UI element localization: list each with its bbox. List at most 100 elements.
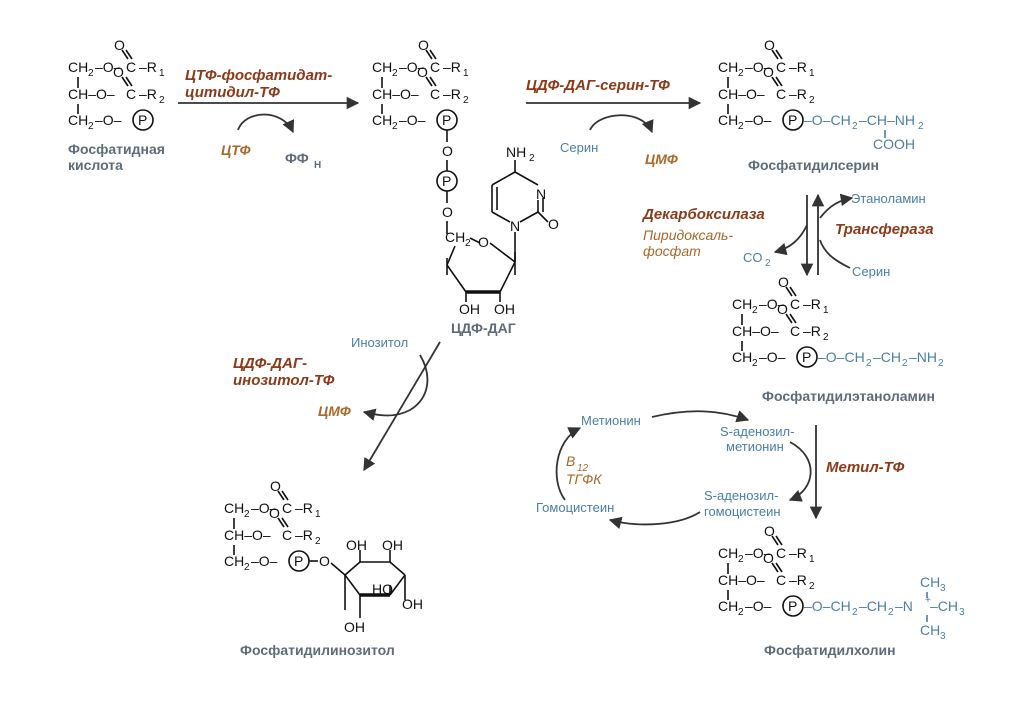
thfa-label: ТГФК (566, 471, 602, 487)
svg-text:CH–O–: CH–O– (68, 86, 115, 102)
sah-label-1: S-аденозил- (704, 488, 778, 503)
svg-text:–O–: –O– (745, 112, 772, 128)
svg-text:–R: –R (443, 86, 461, 102)
svg-text:1: 1 (809, 554, 815, 565)
phosphatidylinositol-label: Фосфатидилинозитол (240, 642, 395, 658)
svg-text:–O–: –O– (251, 500, 278, 516)
svg-text:1: 1 (809, 68, 815, 79)
svg-text:2: 2 (463, 95, 469, 106)
svg-text:–O–: –O– (251, 553, 278, 569)
svg-text:–O–CH: –O–CH (804, 112, 851, 128)
ctp-label: ЦТФ (221, 142, 251, 158)
ppn-subscript: Н (314, 160, 321, 171)
svg-text:CH: CH (718, 598, 738, 614)
enzyme-inositol-tf-2: инозитол-ТФ (233, 372, 335, 389)
svg-text:–CH: –CH (873, 349, 901, 365)
svg-text:CH: CH (224, 553, 244, 569)
svg-text:1: 1 (823, 305, 829, 316)
svg-text:–O–: –O– (399, 59, 426, 75)
svg-text:OH: OH (344, 619, 365, 635)
enzyme-inositol-tf-1: ЦДФ-ДАГ- (233, 355, 307, 372)
svg-text:–CH: –CH (930, 598, 958, 614)
ppn-label: ФФ (285, 150, 309, 166)
svg-text:2: 2 (244, 509, 250, 520)
svg-text:CH: CH (372, 59, 392, 75)
svg-text:–CH–NH: –CH–NH (859, 112, 915, 128)
svg-text:C: C (776, 545, 786, 561)
svg-text:–R: –R (789, 59, 807, 75)
svg-text:O: O (763, 550, 774, 566)
svg-text:CH–O–: CH–O– (732, 323, 779, 339)
svg-text:3: 3 (940, 583, 946, 594)
svg-text:NH: NH (506, 144, 526, 160)
b12-subscript: 12 (577, 463, 589, 474)
pyridoxal-label-2: фосфат (643, 243, 701, 259)
svg-text:2: 2 (392, 68, 398, 79)
svg-text:C: C (776, 59, 786, 75)
svg-text:OH: OH (494, 301, 515, 317)
svg-text:2: 2 (902, 358, 908, 369)
svg-text:2: 2 (852, 121, 858, 132)
ethanolamine-side-arrow (819, 193, 854, 219)
svg-text:–R: –R (443, 59, 461, 75)
svg-text:CH: CH (732, 296, 752, 312)
svg-text:CH–O–: CH–O– (718, 572, 765, 588)
svg-text:P: P (294, 553, 303, 569)
svg-text:CH: CH (372, 112, 392, 128)
svg-text:–R: –R (789, 86, 807, 102)
svg-text:CH: CH (445, 229, 465, 245)
co2-side-arrow (773, 224, 808, 256)
svg-text:–R: –R (803, 323, 821, 339)
svg-text:O: O (114, 37, 125, 53)
methionine-to-sam-arrow (651, 410, 750, 423)
svg-text:–R: –R (139, 59, 157, 75)
svg-text:–O–: –O– (95, 112, 122, 128)
svg-text:2: 2 (866, 358, 872, 369)
svg-text:CH–O–: CH–O– (718, 86, 765, 102)
co2-label: CO (743, 250, 763, 265)
svg-text:HO: HO (372, 581, 393, 597)
svg-text:2: 2 (888, 607, 894, 618)
reaction-arrow-inositol (363, 341, 441, 472)
svg-text:C: C (776, 86, 786, 102)
enzyme-ctf-phosphatidate-1: ЦТФ-фосфатидат- (185, 67, 332, 84)
enzyme-ctf-phosphatidate-2: цитидил-ТФ (185, 84, 280, 101)
phosphatidic-acid-label-2: кислота (68, 157, 123, 173)
svg-text:2: 2 (738, 554, 744, 565)
svg-text:1: 1 (159, 68, 165, 79)
svg-text:CH: CH (68, 59, 88, 75)
svg-text:O: O (270, 478, 281, 494)
svg-text:2: 2 (938, 358, 944, 369)
svg-text:CH: CH (718, 112, 738, 128)
svg-text:1: 1 (315, 509, 321, 520)
inositol-label: Инозитол (351, 335, 408, 350)
svg-text:P: P (442, 173, 451, 189)
svg-text:2: 2 (852, 607, 858, 618)
svg-text:COOH: COOH (873, 136, 915, 152)
svg-text:C: C (430, 86, 440, 102)
svg-text:C: C (126, 59, 136, 75)
svg-text:2: 2 (738, 607, 744, 618)
enzyme-methyl-tf: Метил-ТФ (826, 459, 905, 476)
serine-label-2: Серин (852, 264, 890, 279)
svg-text:N: N (510, 218, 520, 234)
phosphatidylethanolamine-label: Фосфатидилэтаноламин (762, 388, 935, 404)
svg-text:2: 2 (752, 305, 758, 316)
svg-text:N: N (536, 186, 546, 202)
svg-text:C: C (776, 572, 786, 588)
svg-text:–O–CH: –O–CH (818, 349, 865, 365)
svg-text:O: O (269, 505, 280, 521)
svg-text:–R: –R (295, 500, 313, 516)
svg-text:–O–: –O– (745, 59, 772, 75)
sam-label-1: S-аденозил- (720, 424, 794, 439)
svg-text:2: 2 (392, 121, 398, 132)
sah-to-homocysteine-arrow (608, 511, 701, 530)
svg-text:–R: –R (803, 296, 821, 312)
svg-text:P: P (788, 112, 797, 128)
cmp-label-1: ЦМФ (645, 151, 678, 167)
